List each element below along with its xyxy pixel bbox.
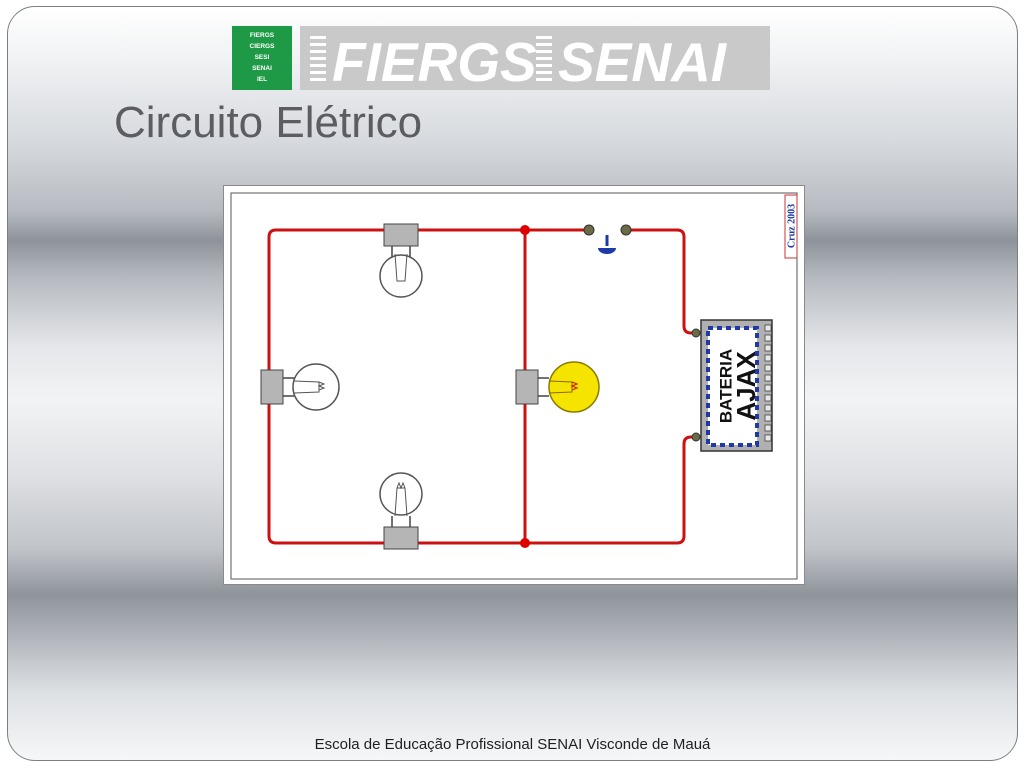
battery-icon: BATERIA AJAX (691, 319, 773, 452)
slide: FIERGS CIERGS SESI SENAI IEL FIERGS SENA… (7, 6, 1018, 761)
bulb-bottom-icon (379, 472, 423, 550)
circuit-diagram: BATERIA AJAX Cruz 2003 (223, 185, 805, 585)
logo-badge-line: CIERGS (250, 43, 276, 50)
circuit-svg: BATERIA AJAX Cruz 2003 (230, 192, 798, 580)
logo-wordmark-senai: SENAI (558, 31, 728, 92)
logo-wordmark-fiergs: FIERGS (332, 31, 537, 92)
logo-badge-line: SENAI (252, 65, 272, 72)
bulb-lit-icon (515, 361, 600, 413)
battery-cells (764, 324, 772, 442)
battery-label-ajax: AJAX (731, 351, 761, 421)
logo-badge-line: IEL (257, 76, 267, 83)
logo-badge-line: SESI (255, 54, 270, 61)
logo-stripes-icon (310, 36, 552, 81)
battery-label-bateria: BATERIA (717, 349, 736, 423)
logo-badge-line: FIERGS (250, 32, 275, 39)
bulb-top-icon (379, 223, 423, 298)
bottom-right-wire (525, 435, 696, 545)
credit-label: Cruz 2003 (787, 204, 798, 248)
top-right-wire-after-switch (626, 228, 696, 335)
credit-label-box: Cruz 2003 (784, 194, 798, 259)
switch-icon (583, 224, 632, 254)
slide-title: Circuito Elétrico (114, 98, 423, 147)
logo-badge (232, 26, 292, 90)
junction-dot-top (520, 225, 530, 235)
bulb-left-icon (260, 363, 340, 411)
junction-dot-bottom (520, 538, 530, 548)
logo-wordmark-bg (300, 26, 770, 90)
slide-footer: Escola de Educação Profissional SENAI Vi… (314, 736, 711, 753)
fiergs-senai-logo: FIERGS CIERGS SESI SENAI IEL FIERGS SENA… (232, 26, 770, 92)
